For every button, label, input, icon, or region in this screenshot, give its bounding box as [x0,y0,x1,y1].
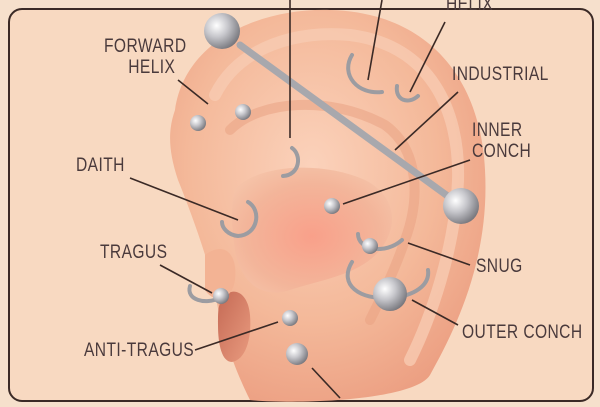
ear-canal [218,291,251,362]
inner-conch-stud [324,198,340,214]
leader-daith [129,177,239,221]
leader-helix-1 [367,0,383,81]
label-anti-tragus: Anti-Tragus [84,340,195,361]
label-tragus: Tragus [100,242,168,263]
leader-forward-helix [177,79,209,105]
label-snug: Snug [476,256,523,277]
forward-helix-stud-1 [190,115,206,131]
lobe-stud [286,343,308,365]
helix-ring-1 [346,53,384,95]
leader-lines [129,0,471,399]
label-inner-conch: Inner Conch [472,120,531,162]
leader-anti-tragus [194,321,279,351]
industrial-bar [236,41,464,209]
forward-helix-stud-2 [235,104,251,120]
leader-snug [407,242,471,266]
tragus-shape [205,249,236,299]
industrial-ball-top [204,13,240,49]
daith-ring [220,200,259,239]
leader-inner-conch [342,159,471,205]
label-daith: Daith [76,155,125,176]
anti-tragus-stud [282,310,298,326]
label-forward-helix-line2: Helix [128,57,176,78]
outer-conch-ball [373,277,407,311]
antihelix [225,99,420,325]
leader-outer-conch [411,299,459,326]
snug-ball [362,238,378,254]
leader-industrial [394,91,459,151]
leader-tragus [159,264,213,294]
leader-helix-2 [409,21,446,93]
helix-ring-2 [394,84,420,103]
label-inner-conch-line2: Conch [472,141,532,162]
label-industrial: Industrial [452,64,549,85]
label-inner-conch-line1: Inner [472,120,523,141]
label-outer-conch: Outer Conch [462,322,583,343]
label-forward-helix-line1: Forward [104,36,187,57]
industrial-ball-bottom [443,188,479,224]
tragus-ball [213,288,229,304]
label-forward-helix: Forward Helix [104,36,186,78]
rook-ring [281,146,301,178]
helix-rim [209,28,465,366]
label-helix: Helix [446,0,494,15]
leader-lobe [311,367,341,399]
